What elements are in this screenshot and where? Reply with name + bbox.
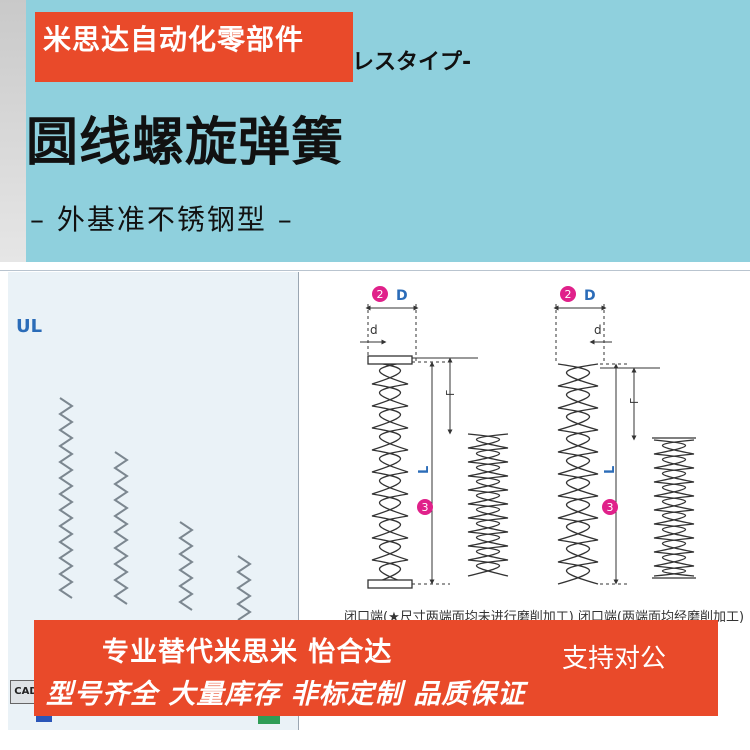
svg-text:3: 3 <box>607 501 614 514</box>
spring-sample-2 <box>113 451 129 605</box>
label-d-left: d <box>370 323 378 337</box>
promo-line-1: 专业替代米思米 怡合达 <box>102 637 393 668</box>
svg-text:3: 3 <box>422 501 429 514</box>
right-main-spring <box>557 363 599 585</box>
badge-d-right: 2 <box>560 286 576 302</box>
divider <box>0 262 750 270</box>
spring-dimension-diagram: 2 D d 3 L F 2 D d <box>360 286 696 589</box>
page-subtitle: – 外基准不锈钢型 – <box>30 203 294 236</box>
badge-L-left: 3 <box>417 499 433 515</box>
page-title: 圆线螺旋弹簧 <box>26 113 345 173</box>
spring-sample-4 <box>236 555 252 620</box>
left-edge-strip <box>0 0 26 262</box>
left-main-spring <box>367 355 413 589</box>
label-d-right: d <box>594 323 602 337</box>
label-L-left: L <box>417 466 432 474</box>
label-F-right: F <box>628 398 641 404</box>
japanese-subtitle: レスタイプ- <box>352 50 472 75</box>
label-D-left: D <box>396 288 408 304</box>
spring-sample-1 <box>58 397 74 599</box>
right-compressed-spring <box>652 437 696 579</box>
svg-text:2: 2 <box>377 288 384 301</box>
left-compressed-spring <box>467 433 509 577</box>
promo-banner <box>34 620 718 716</box>
badge-L-right: 3 <box>602 499 618 515</box>
spring-sample-3 <box>178 521 194 611</box>
blue-chip <box>36 712 52 722</box>
rule-line <box>0 270 750 271</box>
svg-text:2: 2 <box>565 288 572 301</box>
label-L-right: L <box>603 466 618 474</box>
series-label: UL <box>16 316 43 337</box>
badge-d-left: 2 <box>372 286 388 302</box>
spring-samples-image <box>58 397 252 620</box>
brand-tag: 米思达自动化零部件 <box>35 12 353 82</box>
promo-corporate-payment: 支持对公 <box>562 644 667 674</box>
label-F-left: F <box>444 390 457 396</box>
promo-line-2: 型号齐全 大量库存 非标定制 品质保证 <box>46 679 526 710</box>
label-D-right: D <box>584 288 596 304</box>
